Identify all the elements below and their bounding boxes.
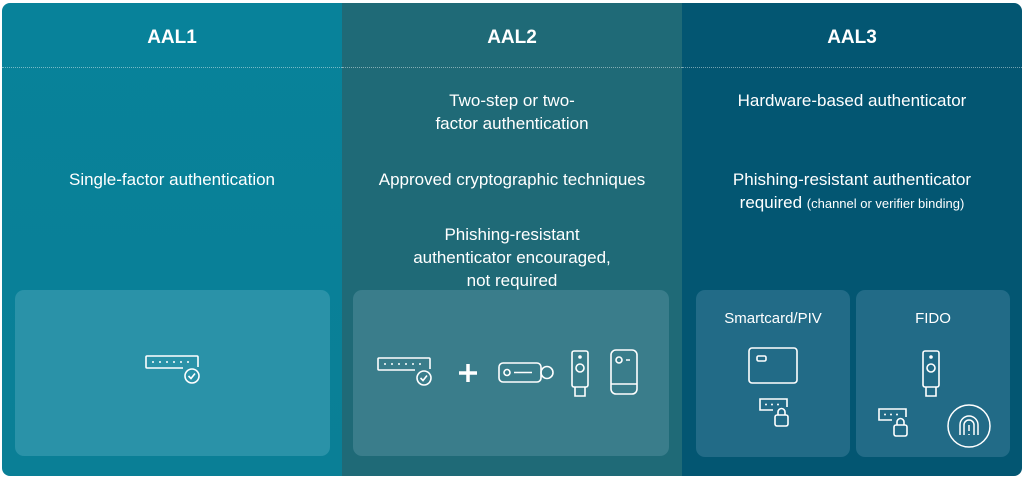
password-lock-icon <box>759 398 789 427</box>
plus-icon <box>459 364 477 382</box>
aal2-point: Two-step or two-factor authentication <box>435 91 589 133</box>
divider <box>2 67 342 68</box>
aal1-point: Single-factor authentication <box>68 170 276 189</box>
aal-diagram: AAL1 Single-factor authentication AAL2 T… <box>2 3 1022 476</box>
aal3-title: AAL3 <box>827 27 877 48</box>
fido-card: FIDO <box>856 290 1010 457</box>
fido-label: FIDO <box>915 310 951 327</box>
aal2-authenticator-card <box>353 290 669 456</box>
password-check-icon <box>145 355 200 384</box>
divider <box>342 67 682 68</box>
aal2-title: AAL2 <box>487 27 537 48</box>
security-key-icon <box>571 350 589 397</box>
aal3-point: Hardware-based authenticator <box>737 91 967 110</box>
password-check-icon <box>377 357 432 386</box>
aal3-required: required <box>739 193 807 212</box>
column-aal2: AAL2 Two-step or two-factor authenticati… <box>342 3 682 476</box>
aal3-binding-text: required (channel or verifier binding) <box>682 191 1022 215</box>
smartcard-icon <box>748 347 798 384</box>
smartcard-card: Smartcard/PIV <box>696 290 850 457</box>
key-fob-icon <box>498 362 554 383</box>
column-aal1: AAL1 Single-factor authentication <box>2 3 342 476</box>
aal3-binding-note: (channel or verifier binding) <box>806 196 965 211</box>
column-aal3: AAL3 Hardware-based authenticator Phishi… <box>682 3 1022 476</box>
smartcard-label: Smartcard/PIV <box>724 310 822 327</box>
password-lock-icon <box>878 408 908 437</box>
fingerprint-icon <box>947 404 991 448</box>
divider <box>682 67 1022 68</box>
aal2-point: Phishing-resistant authenticator encoura… <box>413 225 611 290</box>
aal2-point: Approved cryptographic techniques <box>378 170 646 189</box>
security-key-icon <box>922 350 940 397</box>
aal3-point: Phishing-resistant authenticator <box>732 170 972 189</box>
aal1-title: AAL1 <box>147 27 197 48</box>
aal1-authenticator-card <box>15 290 330 456</box>
phone-device-icon <box>610 349 638 395</box>
